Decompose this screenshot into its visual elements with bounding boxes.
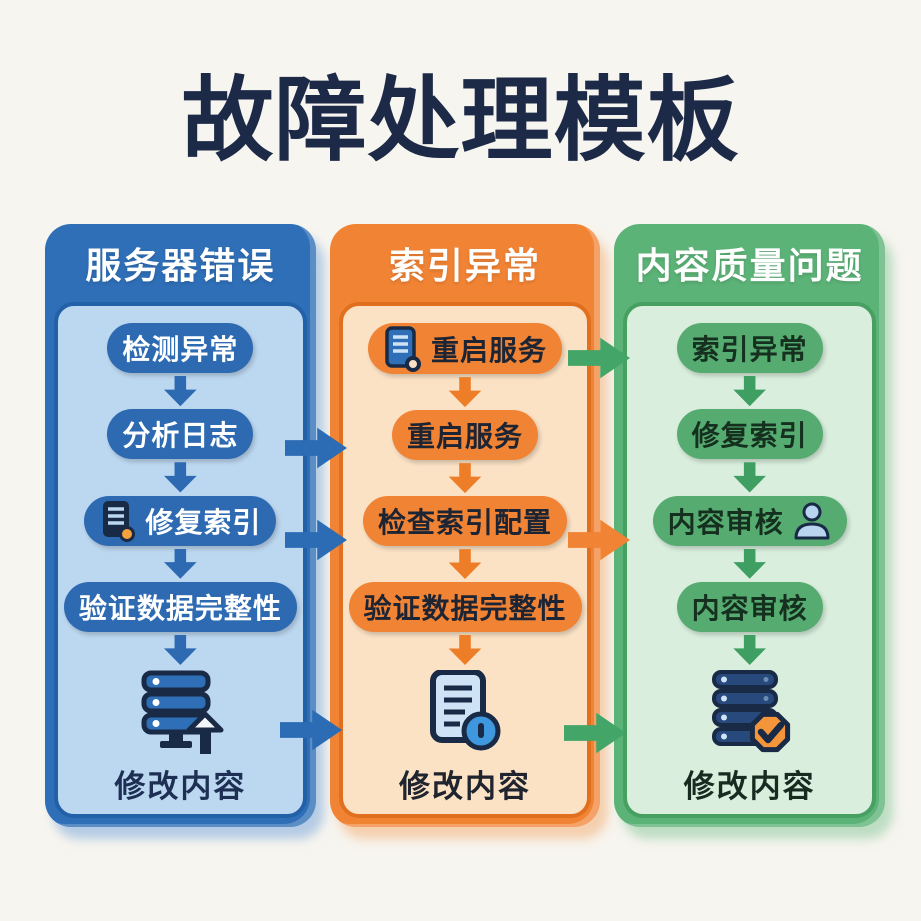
final-step-label: 修改内容 — [683, 769, 816, 804]
step-label: 内容审核 — [667, 506, 784, 538]
down-arrow-icon — [164, 376, 197, 407]
column-server-error: 服务器错误 检测异常 分析日志 — [45, 224, 316, 827]
server-stack-check-icon — [700, 670, 800, 756]
step-pill: 内容审核 — [652, 495, 847, 546]
final-step-label: 修改内容 — [114, 769, 247, 804]
down-arrow-icon — [733, 548, 766, 579]
step-label: 分析日志 — [122, 420, 239, 452]
step-label: 验证数据完整性 — [363, 593, 567, 625]
document-info-icon — [415, 670, 515, 756]
down-arrow-icon — [448, 377, 482, 408]
step-label: 验证数据完整性 — [78, 592, 282, 624]
down-arrow-icon — [448, 635, 482, 666]
page-title: 故障处理模板 — [181, 70, 740, 172]
final-step-label: 修改内容 — [399, 769, 531, 805]
column-content-quality: 内容质量问题 索引异常 修复索引 内容审核 内 — [614, 224, 886, 827]
column-header: 服务器错误 — [85, 245, 276, 286]
step-pill: 索引异常 — [676, 323, 823, 373]
step-label: 修复索引 — [691, 420, 808, 452]
flow-columns: 服务器错误 检测异常 分析日志 — [45, 224, 886, 827]
step-label: 修复索引 — [145, 506, 262, 538]
down-arrow-icon — [733, 634, 766, 665]
step-pill: 修复索引 — [84, 495, 277, 546]
person-icon — [792, 501, 832, 541]
step-pill: 分析日志 — [107, 409, 254, 460]
step-label: 检测异常 — [122, 334, 239, 365]
column-panel: 索引异常 修复索引 内容审核 内容审核 — [623, 302, 877, 818]
step-label: 索引异常 — [691, 334, 808, 365]
server-tower-icon — [99, 499, 137, 543]
step-pill: 验证数据完整性 — [348, 582, 582, 633]
column-header: 内容质量问题 — [635, 245, 864, 286]
column-panel: 检测异常 分析日志 修复索引 — [54, 302, 307, 818]
down-arrow-icon — [164, 548, 197, 579]
down-arrow-icon — [733, 376, 766, 407]
step-pill: 内容审核 — [676, 581, 823, 632]
down-arrow-icon — [733, 462, 766, 493]
down-arrow-icon — [448, 549, 482, 580]
step-pill: 检查索引配置 — [363, 496, 568, 547]
step-pill: 验证数据完整性 — [63, 581, 297, 632]
server-stack-upload-icon — [130, 670, 230, 756]
column-panel: 重启服务 重启服务 检查索引配置 验证数据完整性 — [338, 302, 592, 818]
step-pill: 检测异常 — [107, 323, 254, 373]
step-label: 检查索引配置 — [378, 507, 553, 539]
step-pill: 修复索引 — [676, 409, 823, 460]
step-label: 内容审核 — [691, 592, 808, 624]
step-label: 重启服务 — [431, 334, 548, 366]
column-header: 索引异常 — [389, 245, 542, 286]
step-pill: 重启服务 — [392, 410, 539, 461]
down-arrow-icon — [164, 634, 197, 665]
step-label: 重启服务 — [407, 421, 524, 453]
down-arrow-icon — [448, 463, 482, 494]
down-arrow-icon — [164, 462, 197, 493]
server-tower-search-icon — [383, 325, 423, 372]
step-pill: 重启服务 — [368, 323, 563, 375]
column-index-anomaly: 索引异常 重启服务 重启服务 — [329, 224, 601, 827]
